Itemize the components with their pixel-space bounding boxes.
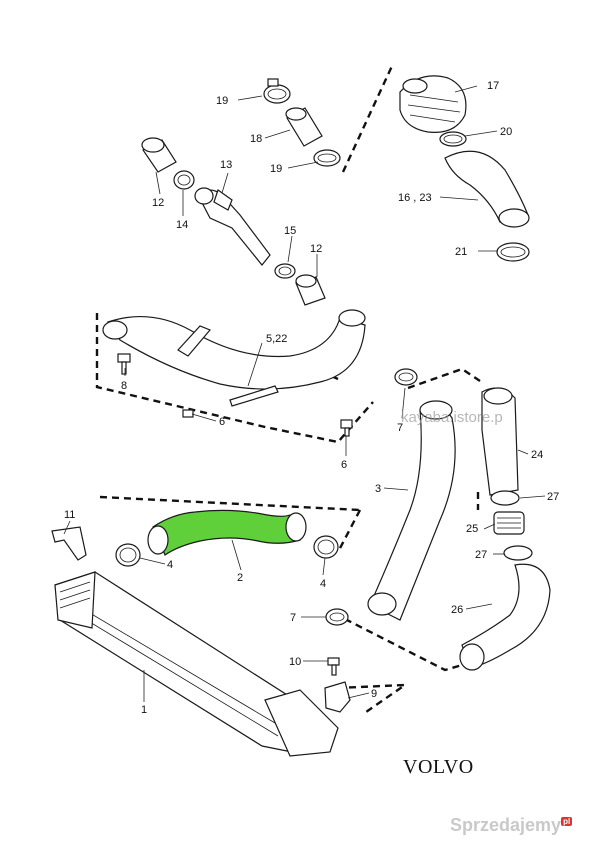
callout-14: 14 — [176, 219, 188, 231]
callout-11: 11 — [64, 509, 75, 521]
callout-15: 15 — [284, 225, 296, 237]
callout-19-bottom: 19 — [270, 163, 282, 175]
bracket-9 — [324, 681, 351, 713]
clamp-27-bottom — [503, 545, 533, 561]
clamp-7-top — [394, 368, 418, 386]
callout-7-bottom: 7 — [290, 612, 296, 624]
callout-12-top: 12 — [152, 197, 164, 209]
callout-16-23: 16 , 23 — [398, 192, 432, 204]
intake-housing-17 — [399, 75, 467, 133]
brand-label: VOLVO — [403, 756, 474, 778]
callout-5-22: 5,22 — [266, 333, 287, 345]
clamp-4-left — [115, 543, 141, 567]
hose-26 — [459, 563, 551, 671]
callout-21: 21 — [455, 246, 467, 258]
callout-20: 20 — [500, 126, 512, 138]
hose-12-top — [141, 137, 177, 173]
hose-2-highlighted — [147, 509, 307, 556]
leader-lines — [63, 85, 546, 702]
callout-24: 24 — [531, 449, 543, 461]
callout-6-left: 6 — [219, 416, 225, 428]
bolt-8 — [117, 353, 131, 375]
site-logo-text: Sprzedajemy — [450, 815, 562, 835]
clamp-21 — [496, 242, 530, 262]
callout-labels: 19 18 19 17 20 13 12 14 16 , 23 21 15 12… — [64, 80, 559, 716]
callout-13: 13 — [220, 159, 232, 171]
intake-hose-16-23 — [444, 150, 530, 228]
callout-1: 1 — [141, 704, 147, 716]
clamp-4-right — [313, 535, 339, 559]
callout-17: 17 — [487, 80, 499, 92]
hose-24 — [481, 387, 519, 496]
callout-4-right: 4 — [320, 578, 326, 590]
clamp-19-top — [263, 78, 291, 104]
clamp-20 — [439, 131, 467, 147]
callout-9: 9 — [371, 688, 377, 700]
watermark-text: kayaba.istore.p — [401, 409, 503, 426]
callout-27-bottom: 27 — [475, 549, 487, 561]
clamp-7-bottom — [325, 608, 349, 626]
callout-26: 26 — [451, 604, 463, 616]
pipe-13 — [194, 187, 271, 266]
intercooler-1 — [54, 571, 339, 757]
dashed-routing-lines — [95, 65, 481, 713]
callout-18: 18 — [250, 133, 262, 145]
clamp-15 — [274, 263, 296, 279]
callout-12-lower: 12 — [310, 243, 322, 255]
bolt-6-right — [340, 419, 353, 437]
callout-27-top: 27 — [547, 491, 559, 503]
charge-pipe-3 — [367, 400, 456, 621]
charge-pipe-5-22 — [102, 309, 366, 407]
callout-3: 3 — [375, 483, 381, 495]
hose-11 — [51, 526, 87, 561]
site-logo-badge: pl — [561, 817, 573, 826]
bolt-10 — [327, 657, 340, 676]
callout-10: 10 — [289, 656, 301, 668]
clamp-27-top — [490, 490, 520, 506]
hose-12-lower — [295, 274, 326, 306]
callout-2: 2 — [237, 572, 243, 584]
callout-4-left: 4 — [167, 559, 173, 571]
callout-6-right: 6 — [341, 459, 347, 471]
hose-sleeve-18 — [285, 107, 323, 147]
bolt-6-left — [182, 409, 194, 418]
callout-8: 8 — [121, 380, 127, 392]
clamp-14 — [173, 170, 195, 190]
clamp-19-bottom — [313, 149, 341, 167]
callout-19-top: 19 — [216, 95, 228, 107]
coupling-25 — [493, 511, 525, 535]
callout-7-top: 7 — [397, 422, 403, 434]
callout-25: 25 — [466, 523, 478, 535]
